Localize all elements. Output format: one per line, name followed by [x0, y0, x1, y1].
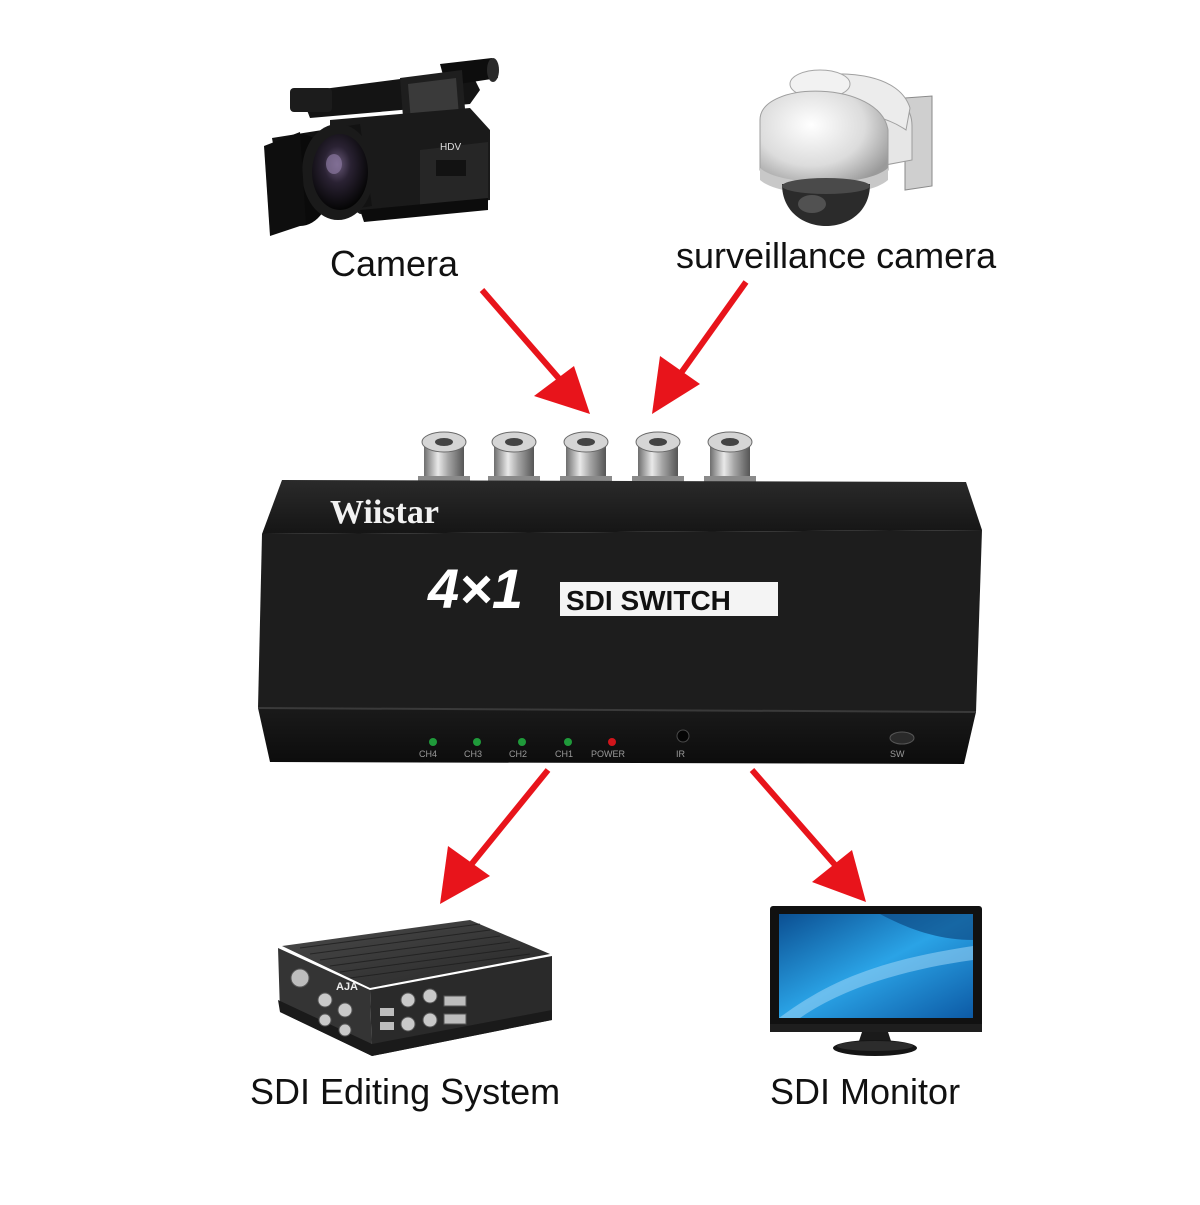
sdi-switch-device: Wiistar 4×1 SDI SWITCH CH4 CH3 CH2 CH1 P…	[257, 480, 982, 764]
led-power	[608, 738, 616, 746]
label-sdi-editing-system: SDI Editing System	[250, 1071, 560, 1112]
svg-text:HDV: HDV	[440, 142, 461, 153]
label-sdi-monitor: SDI Monitor	[770, 1071, 960, 1112]
label-surveillance-camera: surveillance camera	[676, 235, 997, 276]
led-ch1	[564, 738, 572, 746]
switch-button	[889, 731, 915, 745]
sw-label: SW	[890, 749, 905, 759]
led-label-power: POWER	[591, 749, 626, 759]
sdi-monitor-icon	[770, 906, 982, 1056]
led-label-ch1: CH1	[555, 749, 573, 759]
arrow-surveillance-to-switch	[652, 280, 749, 414]
bnc-connector-1	[418, 431, 470, 488]
arrow-camera-to-switch	[479, 288, 590, 414]
editor-brand: AJA	[336, 981, 358, 993]
led-label-ch3: CH3	[464, 749, 482, 759]
label-camera: Camera	[330, 243, 459, 284]
camcorder-icon: HDV	[264, 58, 499, 236]
led-ch2	[518, 738, 526, 746]
led-label-ch4: CH4	[419, 749, 437, 759]
sdi-editing-system-icon: AJA	[278, 920, 552, 1056]
bnc-connector-3	[560, 431, 612, 488]
model-label-plate	[560, 582, 778, 616]
bnc-connector-4	[632, 431, 684, 488]
arrow-switch-to-editing	[440, 768, 551, 904]
led-ch4	[429, 738, 437, 746]
bnc-connector-2	[488, 431, 540, 488]
ir-receiver	[676, 729, 690, 743]
device-brand: Wiistar	[330, 494, 439, 531]
led-ch3	[473, 738, 481, 746]
device-model-prefix: 4×1	[427, 557, 523, 620]
surveillance-camera-icon	[759, 69, 933, 226]
ir-label: IR	[676, 749, 686, 759]
led-label-ch2: CH2	[509, 749, 527, 759]
bnc-connector-5	[704, 431, 756, 488]
device-model-suffix: SDI SWITCH	[566, 585, 731, 616]
arrow-switch-to-monitor	[749, 768, 866, 902]
bnc-connectors	[418, 431, 756, 488]
